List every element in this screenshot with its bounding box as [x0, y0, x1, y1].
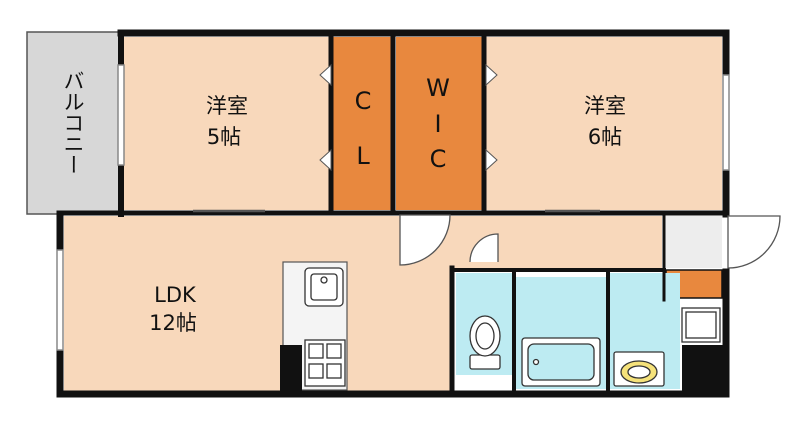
door-swing-icon	[193, 209, 781, 269]
ldk-area	[64, 216, 450, 391]
western-room-5-size: 5帖	[207, 125, 241, 149]
bathtub-icon	[521, 337, 601, 387]
western-room-5-label: 洋室	[206, 94, 248, 118]
window-icon	[56, 64, 730, 351]
western-room-6-label: 洋室	[584, 94, 626, 118]
western-room-6-size: 6帖	[588, 125, 622, 149]
pillar-right	[682, 345, 726, 393]
balcony-area	[26, 31, 120, 215]
western-room-5-area	[124, 37, 331, 210]
balcony-label: バルコニー	[61, 70, 85, 175]
closet-label-l: L	[356, 142, 370, 170]
closet-label-c: C	[355, 87, 372, 115]
western-room-6-area	[486, 37, 722, 210]
toilet-icon	[469, 315, 501, 370]
walkin-closet-area	[396, 37, 484, 210]
closet-area	[333, 37, 391, 210]
pillar-left	[280, 345, 302, 392]
wic-label-w: W	[426, 74, 450, 102]
stove-icon	[304, 339, 346, 387]
washing-machine-icon	[681, 307, 721, 343]
wic-label-c: C	[430, 145, 447, 173]
ldk-label: LDK	[154, 283, 197, 307]
closet-door-markers	[319, 63, 498, 172]
wic-label-i: I	[434, 110, 441, 138]
ldk-size: 12帖	[149, 311, 197, 335]
kitchen-sink-icon	[304, 267, 344, 307]
entrance-area	[664, 216, 722, 268]
washbasin-icon	[613, 351, 665, 387]
